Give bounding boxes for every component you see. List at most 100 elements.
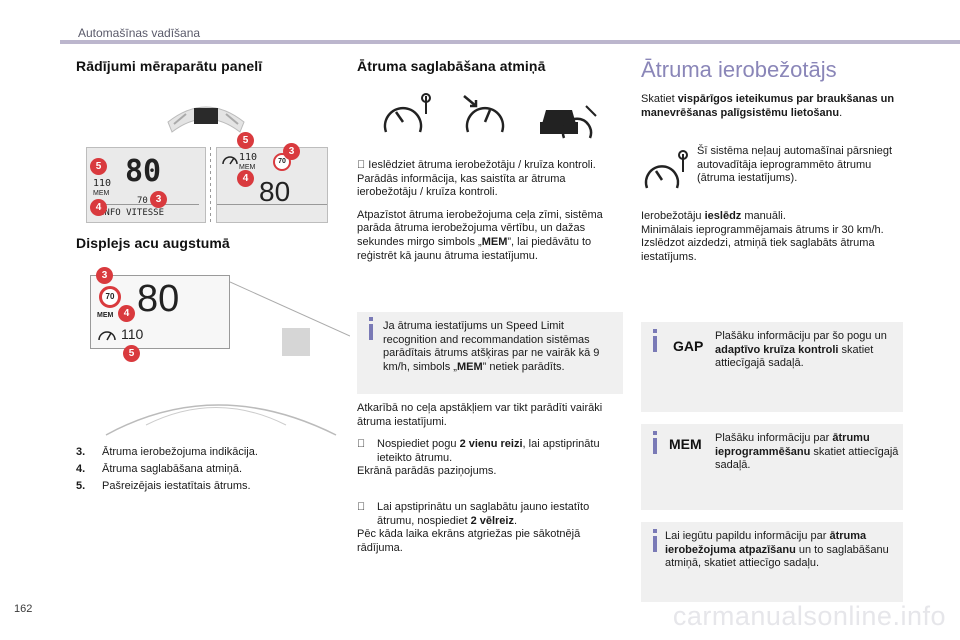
text-part: skatiet attiecīgajā sadaļā. xyxy=(715,445,899,472)
info-icon xyxy=(369,317,373,340)
limiter-text: Ierobežotāju ieslēdz manuāli. Minimālais… xyxy=(641,210,903,264)
text-part: ” netiek parādīts. xyxy=(482,360,565,373)
mem-term: MEM xyxy=(456,360,483,373)
lcd2-mem-label: MEM xyxy=(239,164,256,171)
text-part: . xyxy=(513,514,518,527)
section-title-speed-memory: Ātruma saglabāšana atmiņā xyxy=(357,58,546,74)
lcd-divider xyxy=(93,204,199,205)
legend-text: Ātruma ierobežojuma indikācija. xyxy=(102,446,258,458)
bold-term: ātruma ierobežojuma atpazīšanu xyxy=(665,530,867,556)
recognition-info-text: Lai iegūtu papildu informāciju par ātrum… xyxy=(665,530,895,571)
gap-info-text: Plašāku informāciju par šo pogu un adapt… xyxy=(715,330,899,371)
text-part: manuāli. xyxy=(741,210,786,222)
display-separator xyxy=(210,147,211,223)
lcd-speed-value: 80 xyxy=(125,154,162,189)
hud-speed-value: 80 xyxy=(137,278,180,320)
mem-term: MEM xyxy=(481,235,508,248)
callout-5-right: 5 xyxy=(237,132,254,149)
text-part: skatiet attiecīgajā sadaļā. xyxy=(715,343,874,370)
callout-3-right: 3 xyxy=(283,143,300,160)
text-part: Atpazīstot ātruma ierobežojuma ceļa zīmi… xyxy=(357,208,603,248)
paragraph-manual: Ierobežotāju ieslēdz manuāli. xyxy=(641,210,903,224)
text-part: . xyxy=(839,106,843,119)
text-part: Plašāku informāciju par šo pogu un xyxy=(715,330,887,342)
instruction-press-once: Nospiediet pogu 2 vienu reizi, lai apst… xyxy=(357,438,623,465)
legend-list: 3. Ātruma ierobežojuma indikācija. 4. Ātru… xyxy=(76,444,336,495)
text-part: Ja ātruma iestatījums un Speed Limit rec… xyxy=(383,320,600,373)
hud-callout-5: 5 xyxy=(123,345,140,362)
bold-term: adaptīvo kruīza kontroli xyxy=(715,343,839,356)
icon-description: Šī sistēma neļauj automašīnai pārsniegt … xyxy=(697,145,893,185)
section-title-speed-limiter: Ātruma ierobežotājs xyxy=(641,57,837,82)
legend-text: Pašreizējais iestatītais ātrums. xyxy=(102,480,251,492)
text-part: un to saglabāšanu atmiņā, skatiet attiec… xyxy=(665,543,889,570)
speed-memory-text-2: Atkarībā no ceļa apstākļiem var tikt par… xyxy=(357,402,623,555)
head-up-display-screen: 70 80 MEM 110 xyxy=(90,275,230,349)
speed-limiter-icon-large xyxy=(644,150,688,189)
bold-term: vispārīgos ieteikumus par braukšanas un … xyxy=(641,93,895,119)
instruction-paragraph:  Ieslēdziet ātruma ierobežotāju / kruīz… xyxy=(357,159,623,173)
info-box-gap: GAP Plašāku informāciju par šo pogu un a… xyxy=(641,322,903,412)
info-icon xyxy=(653,329,657,352)
bold-term: ieslēdz xyxy=(704,210,742,222)
watermark: carmanualsonline.info xyxy=(672,601,946,631)
text-part: Skatiet xyxy=(641,93,678,105)
callout-3: 3 xyxy=(150,191,167,208)
text-part: , lai apstiprinātu ieteikto ātrumu. xyxy=(377,438,600,464)
instruction-press-again:  Lai apstiprinātu un saglabātu jauno ies… xyxy=(357,501,623,528)
info-box-mem-difference: Ja ātruma iestatījums un Speed Limit rec… xyxy=(357,312,623,394)
dashboard-illustration xyxy=(105,404,337,436)
gap-button-label: GAP xyxy=(673,338,704,354)
callout-4-right: 4 xyxy=(237,170,254,187)
instruction-switch-on:  Ieslēdziet ātruma ierobežotāju / kruīz… xyxy=(357,159,596,171)
header-bar xyxy=(60,40,960,44)
paragraph-info-shown: Parādās informācija, kas saistīta ar ātr… xyxy=(357,172,566,199)
paragraph-ignition-off: Izslēdzot aizdedzi, atmiņā tiek saglabāt… xyxy=(641,237,875,263)
text-part: Lai apstiprinātu un saglabātu jauno iest… xyxy=(377,500,590,527)
speed-limiter-icon xyxy=(383,93,431,133)
page-header xyxy=(0,0,960,46)
paragraph-minimum-speed: Minimālais ieprogrammējamais ātrums ir 3… xyxy=(641,223,884,236)
text-part: ”, lai piedāvātu to reģistrēt kā jaunu ā… xyxy=(357,235,592,262)
mem-info-text: Plašāku informāciju par ātrumu ieprogram… xyxy=(715,432,899,473)
bold-term: ātrumu ieprogrammēšanu xyxy=(715,432,870,458)
bold-term: 2 vēlreiz xyxy=(470,514,514,527)
hud-speed-limit-sign-icon: 70 xyxy=(99,286,121,308)
callout-5: 5 xyxy=(90,158,107,175)
legend-num: 5. xyxy=(76,480,86,492)
legend-item: 3. Ātruma ierobežojuma indikācija. xyxy=(76,444,336,461)
text-part: Lai iegūtu papildu informāciju par xyxy=(665,530,830,542)
legend-item: 5. Pašreizējais iestatītais ātrums. xyxy=(76,478,336,495)
bullet-arrow-icon:  xyxy=(357,501,365,515)
legend-text: Ātruma saglabāšana atmiņā. xyxy=(102,463,243,475)
lcd-info-text: INFO VITESSE xyxy=(99,208,165,218)
section-title-head-up-display: Displejs acu augstumā xyxy=(76,235,230,251)
intro-paragraph: Skatiet vispārīgos ieteikumus par braukš… xyxy=(641,93,903,120)
paragraph-message-shown: Ekrānā parādās paziņojums. xyxy=(357,465,497,478)
page-number: 162 xyxy=(14,603,33,615)
hud-callout-3: 3 xyxy=(96,267,113,284)
callout-4: 4 xyxy=(90,199,107,216)
legend-num: 3. xyxy=(76,446,86,458)
section-title-instrument-panel: Rādījumi mēraparātu panelī xyxy=(76,58,263,74)
info-box-text: Ja ātruma iestatījums un Speed Limit rec… xyxy=(383,320,619,374)
hud-speedometer-icon xyxy=(98,331,116,341)
legend-num: 4. xyxy=(76,463,86,475)
info-icon xyxy=(653,529,657,552)
bold-term: 2 vienu reizi xyxy=(459,438,523,451)
lcd-set-speed: 110 xyxy=(93,178,112,189)
info-icon xyxy=(653,431,657,454)
text-part: Plašāku informāciju par xyxy=(715,432,833,444)
hud-callout-4: 4 xyxy=(118,305,135,322)
instrument-cluster-illustration xyxy=(167,106,245,133)
speed-memory-text:  Ieslēdziet ātruma ierobežotāju / kruīz… xyxy=(357,159,623,263)
mem-button-label: MEM xyxy=(669,436,702,452)
cluster-display-right: 110 MEM 70 80 xyxy=(216,147,328,223)
bullet-arrow-icon:  xyxy=(357,438,365,452)
lcd-limit-value: 70 xyxy=(137,196,148,206)
info-box-mem: MEM Plašāku informāciju par ātrumu iepro… xyxy=(641,424,903,510)
hud-windscreen-illustration xyxy=(230,281,350,356)
lcd2-divider xyxy=(217,204,327,205)
hud-mem-label: MEM xyxy=(97,312,114,319)
text-part: Ierobežotāju xyxy=(641,210,705,222)
